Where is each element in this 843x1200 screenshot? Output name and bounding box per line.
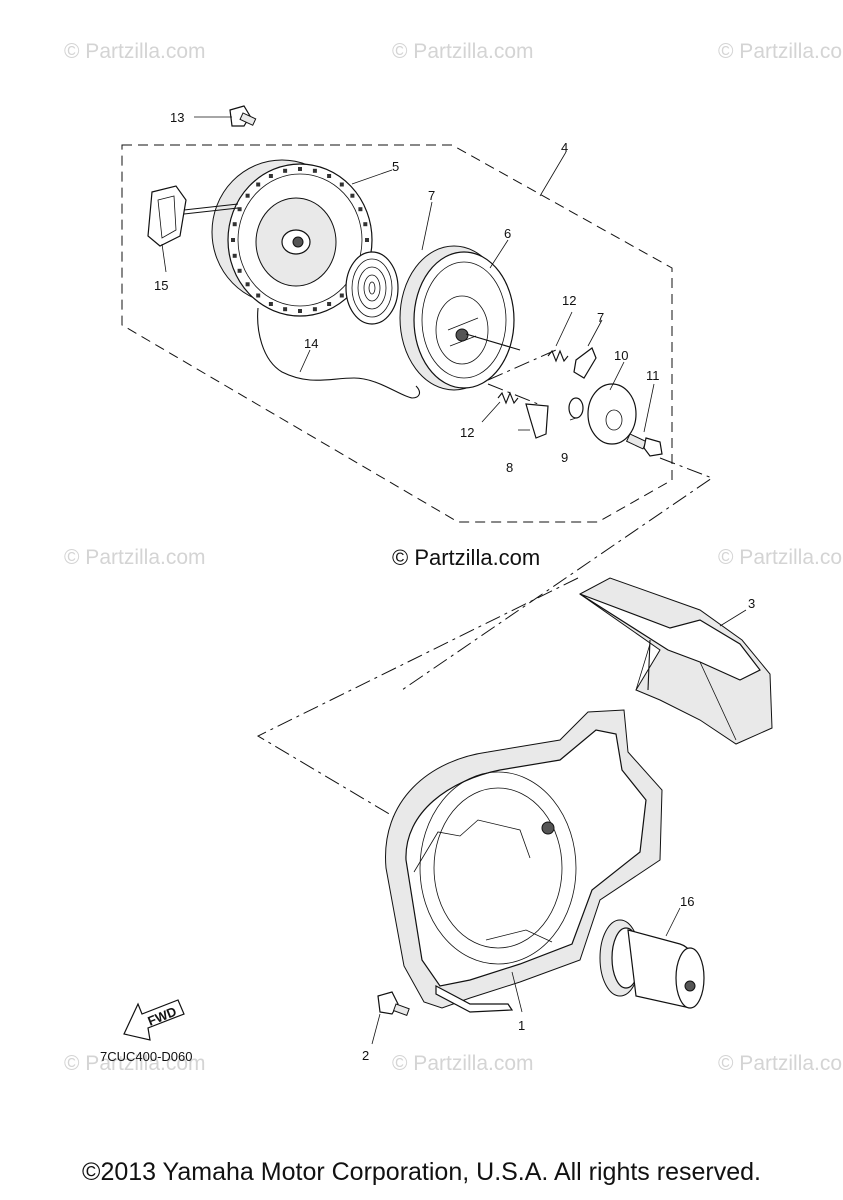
watermark-center: © Partzilla.com: [392, 545, 541, 570]
callout-9: 9: [561, 450, 568, 465]
vent-hole: [237, 268, 242, 273]
watermark: © Partzilla.com: [392, 1052, 534, 1075]
part-motor-16: [599, 919, 705, 1009]
vent-hole: [268, 174, 273, 178]
vent-hole: [232, 222, 237, 227]
vent-hole: [283, 168, 288, 173]
watermark: © Partzilla.com: [392, 40, 534, 63]
callout-13: 14: [304, 336, 318, 351]
part-starter-handle-14: [147, 185, 239, 247]
part-starter-case-5: [211, 159, 373, 317]
vent-hole: [231, 238, 235, 242]
callout-2: 2: [362, 1048, 369, 1063]
vent-hole: [283, 307, 288, 312]
vent-hole: [298, 167, 302, 171]
part-fan-cover-1: [385, 709, 663, 1013]
callout-3: 3: [748, 596, 755, 611]
callout-7a: 7: [597, 310, 604, 325]
part-bolt-2: [377, 991, 410, 1017]
vent-hole: [256, 293, 261, 298]
callout-16: 16: [680, 894, 694, 909]
watermark: © Partzilla.com: [718, 40, 843, 63]
part-spiral-spring-8: [345, 251, 399, 325]
watermark: © Partzilla.com: [64, 546, 206, 569]
part-bolt-15: [229, 105, 257, 127]
callout-1: 1: [518, 1018, 525, 1033]
watermark: © Partzilla.com: [718, 546, 843, 569]
guide-line: [256, 577, 579, 819]
vent-hole: [245, 282, 250, 287]
part-bolt-11: [625, 433, 663, 457]
callout-15: 13: [170, 110, 184, 125]
watermark: © Partzilla.com: [64, 40, 206, 63]
vent-hole: [232, 253, 237, 258]
callout-leaders: [161, 116, 747, 1045]
callout-12a: 12: [562, 293, 576, 308]
callout-7b: 8: [506, 460, 513, 475]
callout-6: 6: [504, 226, 511, 241]
callout-8: 7: [428, 188, 435, 203]
vent-hole: [358, 207, 363, 212]
vent-hole: [363, 222, 368, 227]
vent-hole: [312, 168, 317, 173]
part-pawl-7b: [525, 403, 549, 439]
copyright-notice: ©2013 Yamaha Motor Corporation, U.S.A. A…: [82, 1158, 761, 1186]
part-starter-rope-13: [257, 307, 421, 399]
callout-14: 15: [154, 278, 168, 293]
vent-hole: [327, 302, 332, 306]
vent-hole: [365, 238, 369, 242]
guide-line: [487, 349, 557, 381]
vent-hole: [327, 174, 332, 178]
drawing-code: 7CUC400-D060: [100, 1049, 193, 1064]
fwd-label: FWD: [146, 1004, 179, 1029]
part-drive-pulley-6: [399, 245, 521, 391]
vent-hole: [350, 193, 355, 198]
part-ring-9: [568, 397, 584, 419]
callout-12b: 12: [460, 425, 474, 440]
callout-10: 10: [614, 348, 628, 363]
vent-hole: [298, 309, 302, 313]
guide-line: [487, 383, 549, 409]
vent-hole: [312, 307, 317, 312]
assembly-group-outline: [121, 144, 673, 523]
part-air-duct-3: [579, 577, 773, 745]
part-drive-plate-10: [587, 383, 637, 445]
vent-hole: [339, 182, 344, 187]
vent-hole: [245, 193, 250, 198]
vent-hole: [268, 302, 273, 306]
vent-hole: [256, 182, 261, 187]
watermark: © Partzilla.com: [718, 1052, 843, 1075]
callout-4: 4: [561, 140, 568, 155]
fwd-arrow-icon: FWD: [123, 999, 185, 1041]
callout-5: 5: [392, 159, 399, 174]
watermark: © Partzilla.com: [64, 1052, 206, 1075]
part-spring-12a: [547, 349, 569, 363]
vent-hole: [237, 207, 242, 212]
part-pawl-7a: [573, 347, 597, 379]
vent-hole: [339, 293, 344, 298]
callout-11: 11: [646, 368, 660, 383]
part-spring-12b: [497, 391, 519, 405]
